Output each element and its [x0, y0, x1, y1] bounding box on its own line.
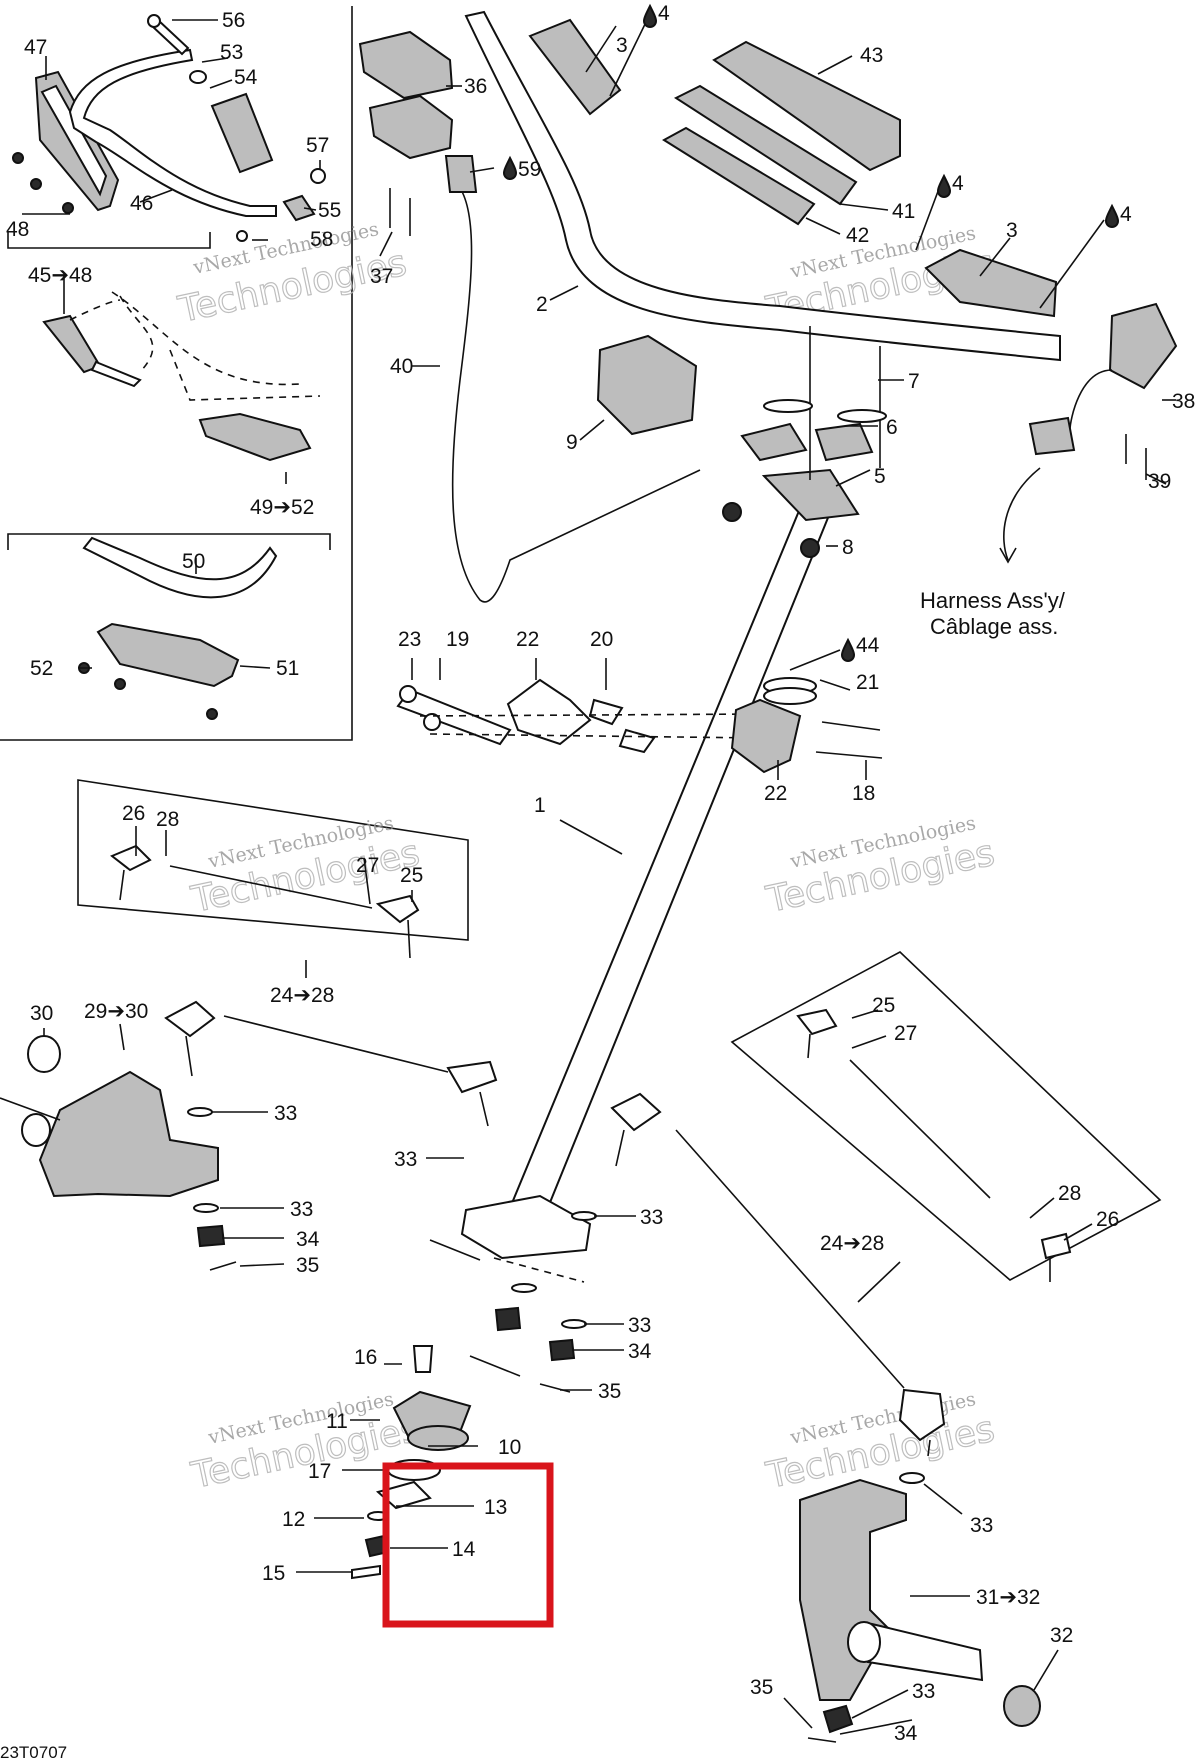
callout-27a: 27	[356, 854, 379, 877]
tie-rod-and-knuckle-parts	[0, 844, 1072, 1743]
callout-26b: 26	[1096, 1208, 1119, 1231]
callout-18: 18	[852, 782, 875, 805]
callout-12: 12	[282, 1508, 305, 1531]
callout-36: 36	[464, 75, 487, 98]
callout-37: 37	[370, 265, 393, 288]
callout-57: 57	[306, 134, 329, 157]
callout-33c: 33	[290, 1198, 313, 1221]
callout-17: 17	[308, 1460, 331, 1483]
callout-1: 1	[534, 794, 546, 817]
callout-44: 44	[856, 634, 880, 657]
callout-48: 48	[6, 218, 29, 241]
callout-8: 8	[842, 536, 854, 559]
callout-41: 41	[892, 200, 915, 223]
callout-59: 59	[518, 158, 541, 181]
leader-lines	[22, 17, 1176, 1735]
throttle-housing-parts	[358, 30, 701, 603]
callout-34b: 34	[628, 1340, 652, 1363]
highlight-box	[382, 1462, 554, 1628]
callout-35a: 35	[296, 1254, 319, 1277]
callout-43: 43	[860, 44, 883, 67]
callout-3a: 3	[616, 34, 628, 57]
harness-note-line-1: Harness Ass'y/	[920, 588, 1066, 613]
callout-27b: 27	[894, 1022, 917, 1045]
callout-4c: 4	[1120, 203, 1132, 226]
callout-42: 42	[846, 224, 869, 247]
tie-rod-inset-frame-left	[77, 779, 469, 941]
callout-24-28a: 24➔28	[270, 984, 334, 1007]
callout-47: 47	[24, 36, 47, 59]
callout-31-32: 31➔32	[976, 1586, 1040, 1609]
callout-33a: 33	[274, 1102, 297, 1125]
callout-33d: 33	[640, 1206, 663, 1229]
callout-4a: 4	[658, 2, 670, 25]
callout-32: 32	[1050, 1624, 1073, 1647]
callout-50: 50	[182, 550, 205, 573]
callout-15: 15	[262, 1562, 285, 1585]
callout-33g: 33	[912, 1680, 935, 1703]
callout-22b: 22	[764, 782, 787, 805]
callout-23: 23	[398, 628, 421, 651]
callout-4b: 4	[952, 172, 964, 195]
callout-35c: 35	[750, 1676, 773, 1699]
callout-51: 51	[276, 657, 299, 680]
callout-40: 40	[390, 355, 413, 378]
callout-35b: 35	[598, 1380, 621, 1403]
callout-6: 6	[886, 416, 898, 439]
callout-25b: 25	[872, 994, 895, 1017]
callout-22a: 22	[516, 628, 539, 651]
callout-33b: 33	[394, 1148, 417, 1171]
callout-28b: 28	[1058, 1182, 1081, 1205]
callout-11: 11	[326, 1410, 348, 1433]
lubricant-drop-icon	[502, 3, 1120, 662]
hand-guard-parts	[12, 14, 326, 720]
callout-38: 38	[1172, 390, 1195, 413]
callout-58: 58	[310, 228, 333, 251]
callout-26a: 26	[122, 802, 145, 825]
callout-9: 9	[566, 431, 578, 454]
callout-33e: 33	[628, 1314, 651, 1337]
drawing-code: 23T0707	[0, 1743, 67, 1762]
harness-note-line-2: Câblage ass.	[930, 614, 1058, 639]
callout-56: 56	[222, 9, 245, 32]
callout-46: 46	[130, 192, 153, 215]
callout-34c: 34	[894, 1722, 918, 1745]
callout-54: 54	[234, 66, 258, 89]
callout-34a: 34	[296, 1228, 320, 1251]
callout-21: 21	[856, 671, 879, 694]
callout-3b: 3	[1006, 219, 1018, 242]
callout-25a: 25	[400, 864, 423, 887]
callout-24-28b: 24➔28	[820, 1232, 884, 1255]
hand-guard-inset-frame	[0, 6, 353, 741]
callout-10: 10	[498, 1436, 521, 1459]
callout-49-52: 49➔52	[250, 496, 314, 519]
handlebar-assembly	[464, 10, 1178, 564]
callout-30: 30	[30, 1002, 53, 1025]
callout-28a: 28	[156, 808, 179, 831]
callout-33f: 33	[970, 1514, 993, 1537]
callout-5: 5	[874, 465, 886, 488]
callout-29-30: 29➔30	[84, 1000, 148, 1023]
callout-14: 14	[452, 1538, 476, 1561]
callout-53: 53	[220, 41, 243, 64]
callout-2: 2	[536, 293, 548, 316]
callout-52: 52	[30, 657, 53, 680]
callout-45-48: 45➔48	[28, 264, 92, 287]
callout-19: 19	[446, 628, 469, 651]
tie-rod-inset-frame-right	[730, 951, 1162, 1281]
callout-7: 7	[908, 370, 920, 393]
callout-16: 16	[354, 1346, 377, 1369]
callout-39: 39	[1148, 470, 1171, 493]
callout-13: 13	[484, 1496, 507, 1519]
callout-55: 55	[318, 199, 341, 222]
callout-20: 20	[590, 628, 613, 651]
